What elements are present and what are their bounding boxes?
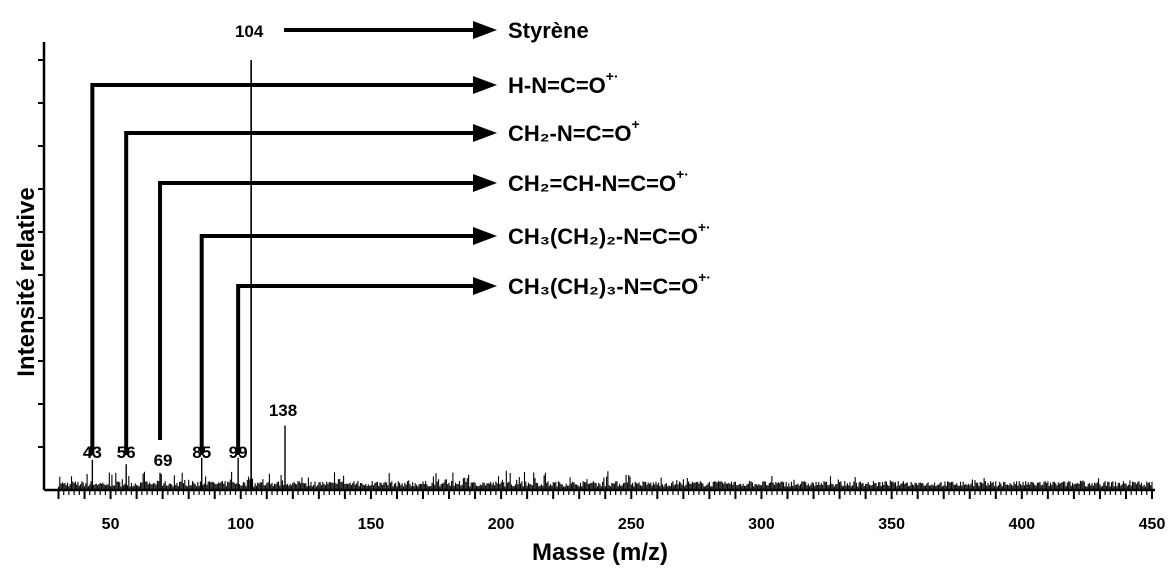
peak-label-69: 69 [154,451,173,470]
arrow-line-2 [124,131,475,455]
annotation-label-2: CH₂-N=C=O+ [508,116,640,146]
axes [42,42,1155,492]
x-tick-label: 400 [1008,516,1035,533]
arrow-head-3 [473,174,497,192]
noise-trace [57,470,1153,490]
annotation-label-0: Styrène [508,18,589,43]
annotation-label-5: CH₃(CH₂)₃-N=C=O+· [508,269,711,299]
peak-label-104: 104 [235,22,264,41]
x-tick-label: 200 [488,516,515,533]
annotation-label-4: CH₃(CH₂)₂-N=C=O+· [508,219,711,249]
arrow-head-4 [473,227,497,245]
arrow-line-1 [90,83,475,455]
arrow-line-3 [158,181,475,440]
annotation-label-3: CH₂=CH-N=C=O+· [508,166,689,196]
x-axis-title: Masse (m/z) [532,539,668,566]
peak-label-138: 138 [269,401,297,420]
x-tick-label: 350 [878,516,905,533]
x-tick-label: 300 [748,516,775,533]
x-tick-label: 50 [102,516,120,533]
arrow-head-2 [473,124,497,142]
arrow-head-0 [473,21,497,39]
x-tick-label: 150 [358,516,385,533]
x-tick-label: 250 [618,516,645,533]
x-tick-labels: 50 100 150 200 250 300 350 400 450 [102,516,1166,533]
annotation-charge: +· [606,68,619,84]
annotation-charge: +· [676,166,689,182]
labeled-peaks [91,60,286,490]
annotation-label-1: H-N=C=O+· [508,68,619,98]
x-tick-label: 450 [1139,516,1166,533]
arrow-line-4 [199,234,475,455]
x-tick-label: 100 [227,516,254,533]
x-ticks [57,490,1153,499]
arrow-line-5 [236,284,475,455]
annotation-charge: +· [698,219,711,235]
annotation-arrows [90,21,497,455]
arrow-head-1 [473,76,497,94]
spectrum-trace [57,470,1153,490]
annotation-charge: +· [698,269,711,285]
y-ticks [38,59,44,448]
annotation-charge: + [631,116,639,132]
arrow-head-5 [473,277,497,295]
y-axis-title: Intensité relative [13,187,40,376]
